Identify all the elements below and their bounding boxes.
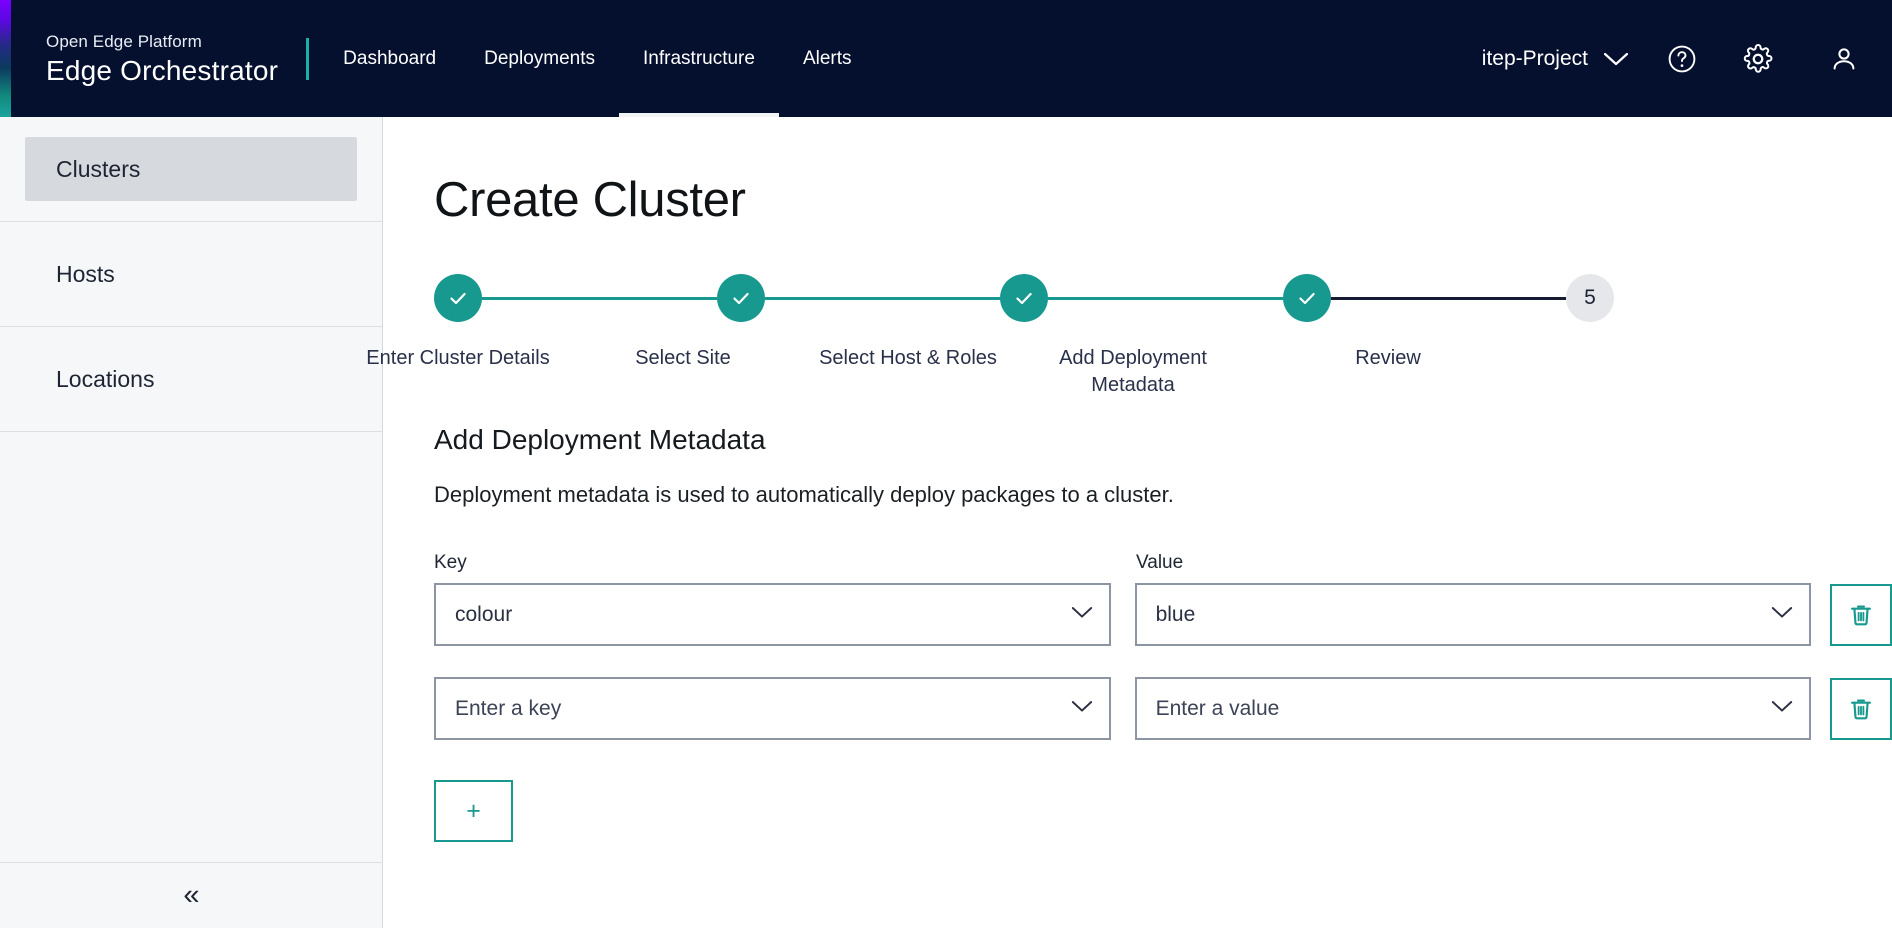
step-3-label: Select Host & Roles	[819, 347, 997, 369]
check-icon	[1016, 292, 1032, 305]
step-5-indicator[interactable]: 5	[1566, 274, 1614, 322]
delete-row-button-1[interactable]	[1830, 583, 1892, 646]
key-combobox-2[interactable]: Enter a key	[434, 677, 1111, 740]
nav-item-dashboard[interactable]: Dashboard	[343, 47, 437, 69]
section-description: Deployment metadata is used to automatic…	[434, 482, 1174, 507]
nav-item-infrastructure[interactable]: Infrastructure	[619, 0, 779, 117]
value-combobox-2-placeholder: Enter a value	[1155, 696, 1280, 720]
section-title: Add Deployment Metadata	[434, 424, 766, 455]
brand-gradient-bar	[0, 0, 11, 117]
form-column-headers: Key Value	[434, 552, 1892, 574]
main-content: Create Cluster	[366, 117, 1892, 928]
stepper-connector-4	[1331, 296, 1566, 300]
wizard-stepper: 5 Enter Cluster Details Select Site Sele…	[366, 274, 1614, 396]
step-2-label: Select Site	[635, 347, 731, 369]
sidebar-item-label: Hosts	[56, 260, 115, 287]
stepper-connector-2	[765, 296, 1000, 300]
step-1-indicator[interactable]	[434, 274, 482, 322]
value-combobox-1[interactable]: blue	[1134, 583, 1812, 646]
main-nav: Dashboard Deployments Infrastructure Ale…	[319, 0, 875, 117]
gear-icon[interactable]	[1720, 0, 1796, 117]
sidebar: Clusters Hosts Locations «	[0, 117, 383, 928]
step-4-label: Add Deployment Metadata	[1059, 347, 1207, 396]
metadata-row: colour blue	[434, 583, 1892, 646]
nav-divider	[306, 37, 310, 80]
key-combobox-2-placeholder: Enter a key	[455, 696, 562, 720]
check-icon	[450, 292, 466, 305]
sidebar-item-label: Locations	[56, 365, 155, 392]
step-4-indicator[interactable]	[1283, 274, 1331, 322]
nav-item-deployments[interactable]: Deployments	[484, 47, 596, 69]
project-selector-label[interactable]: itep-Project	[1481, 46, 1588, 70]
value-column-label: Value	[1136, 552, 1184, 573]
sidebar-item-hosts[interactable]: Hosts	[0, 222, 382, 327]
step-1-label: Enter Cluster Details	[366, 347, 550, 369]
sidebar-footer: «	[0, 862, 383, 928]
chevron-down-icon	[1771, 606, 1793, 624]
step-3-indicator[interactable]	[1000, 274, 1048, 322]
add-metadata-row-button[interactable]: +	[434, 780, 513, 842]
stepper-labels: Enter Cluster Details Select Site Select…	[366, 345, 1614, 398]
brand-platform-name: Open Edge Platform	[46, 31, 202, 51]
value-combobox-2[interactable]: Enter a value	[1134, 677, 1812, 740]
key-combobox-1-value: colour	[455, 602, 513, 626]
stepper-connector-1	[482, 296, 717, 300]
step-2-indicator[interactable]	[717, 274, 765, 322]
stepper-track: 5	[434, 274, 1614, 322]
chevron-down-icon[interactable]	[1588, 0, 1644, 117]
sidebar-item-label: Clusters	[25, 137, 357, 201]
header-actions: itep-Project	[1482, 0, 1892, 117]
check-icon	[733, 292, 749, 305]
metadata-row: Enter a key Enter a value	[434, 677, 1892, 740]
brand-product-name: Edge Orchestrator	[46, 54, 279, 86]
page-title: Create Cluster	[434, 173, 746, 227]
delete-row-button-2[interactable]	[1830, 677, 1892, 740]
chevron-down-icon	[1071, 700, 1093, 718]
sidebar-item-clusters[interactable]: Clusters	[0, 117, 382, 222]
sidebar-item-locations[interactable]: Locations	[0, 327, 382, 432]
chevron-down-icon	[1071, 606, 1093, 624]
nav-item-alerts[interactable]: Alerts	[802, 47, 852, 69]
user-icon[interactable]	[1796, 0, 1892, 117]
brand-logo[interactable]: Open Edge Platform Edge Orchestrator	[46, 33, 278, 85]
trash-icon	[1851, 698, 1872, 719]
step-5-label: Review	[1355, 347, 1421, 369]
key-combobox-1[interactable]: colour	[434, 583, 1111, 646]
stepper-connector-3	[1048, 296, 1283, 300]
key-column-label: Key	[434, 552, 467, 573]
value-combobox-1-value: blue	[1155, 602, 1196, 626]
app-header: Open Edge Platform Edge Orchestrator Das…	[0, 0, 1892, 117]
check-icon	[1299, 292, 1315, 305]
help-circle-icon[interactable]	[1644, 0, 1720, 117]
trash-icon	[1851, 604, 1872, 625]
collapse-sidebar-icon[interactable]: «	[183, 879, 200, 911]
chevron-down-icon	[1771, 700, 1793, 718]
